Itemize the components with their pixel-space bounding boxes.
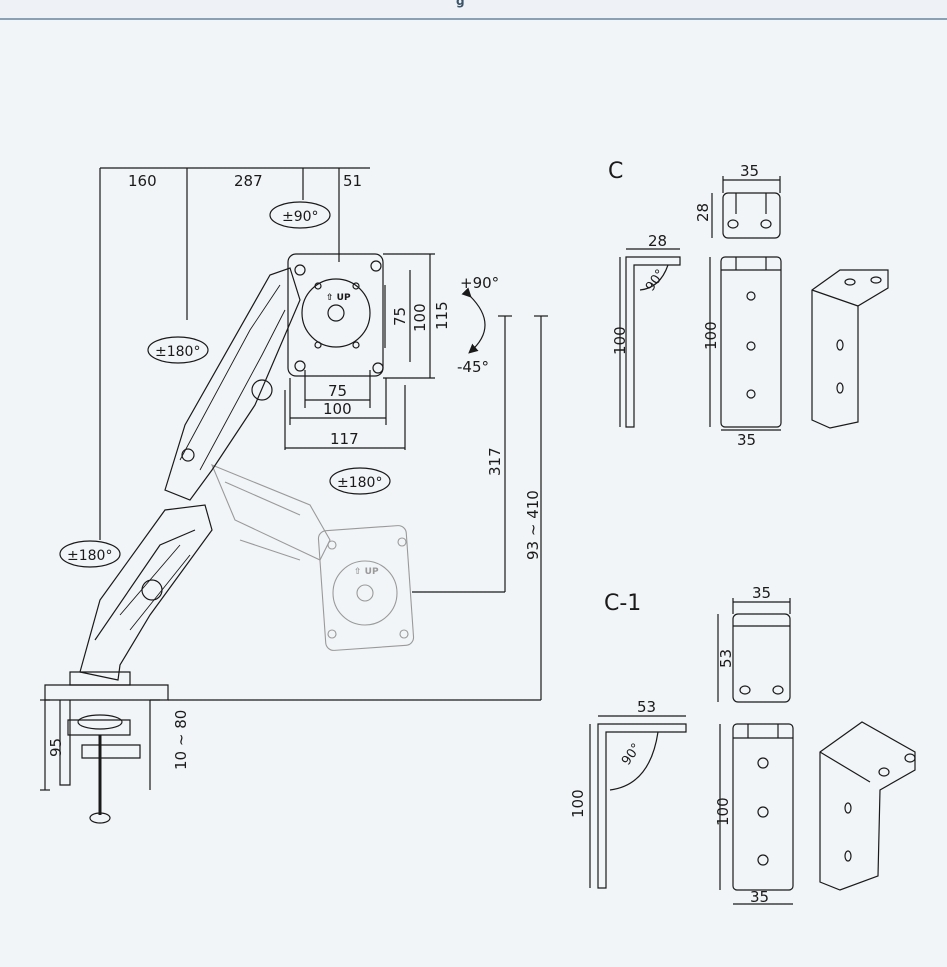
dim-10-80: 10 ~ 80 (172, 710, 190, 770)
bracket-c-top-w: 35 (740, 162, 759, 180)
plate-up-label: ⇧ UP (326, 293, 351, 303)
bracket-c-front-w: 35 (737, 431, 756, 449)
rotation-arm-mid (147, 336, 209, 364)
bracket-c1-side-w: 53 (637, 698, 656, 716)
bracket-c-side-h: 100 (611, 326, 629, 355)
vesa-plate (287, 253, 384, 377)
dim-95: 95 (47, 738, 65, 757)
dim-115: 115 (433, 301, 451, 330)
rot-plate: ±180° (337, 475, 382, 491)
bracket-c-top-h: 28 (694, 203, 712, 222)
bracket-c-drawing (619, 176, 889, 431)
bracket-c1-front-h: 100 (714, 797, 732, 826)
dim-100-h: 100 (323, 400, 352, 418)
ghost-plate-up-label: ⇧ UP (354, 567, 379, 577)
bracket-c-side-w: 28 (648, 232, 667, 250)
rot-arm-base: ±180° (67, 548, 112, 564)
bracket-c1-angle: 90° (619, 741, 645, 768)
rot-pan-top: ±90° (282, 209, 319, 225)
bracket-c1-iso-view (819, 721, 916, 891)
bracket-c1-top-view (732, 613, 791, 703)
clamp-jaw (67, 719, 131, 736)
dim-117: 117 (330, 430, 359, 448)
monitor-arm-drawing (40, 167, 548, 824)
dim-287: 287 (234, 172, 263, 190)
header-fragment: g (456, 0, 465, 8)
vesa-hub (301, 278, 371, 348)
dim-93-410: 93 ~ 410 (524, 490, 542, 560)
bracket-c-front-h: 100 (702, 321, 720, 350)
dim-75-v: 75 (391, 307, 409, 326)
tilt-up: +90° (460, 274, 499, 292)
rotation-pan-top (269, 201, 331, 229)
lower-joint (141, 579, 163, 601)
bracket-c1-drawing (589, 598, 916, 905)
bracket-c-side-view (625, 256, 681, 428)
bracket-c-top-view (722, 192, 781, 239)
bracket-c1-top-h: 53 (717, 649, 735, 668)
bracket-c1-label: C-1 (604, 591, 641, 616)
upper-joint (251, 379, 273, 401)
rotation-plate (329, 467, 391, 495)
clamp-base (44, 684, 169, 701)
tilt-down: -45° (457, 358, 489, 376)
bracket-c1-side-view (597, 723, 687, 889)
dim-100-v: 100 (411, 303, 429, 332)
lower-arm-segment (79, 504, 213, 681)
bracket-c-angle: 90° (643, 267, 669, 294)
bracket-c1-top-w: 35 (752, 584, 771, 602)
dim-51: 51 (343, 172, 362, 190)
ghost-arm (210, 463, 415, 651)
bracket-c-front-view (720, 256, 782, 428)
upper-arm-segment (164, 267, 301, 501)
bracket-c1-front-view (732, 723, 794, 891)
bracket-c1-front-w: 35 (750, 888, 769, 906)
header-bar: g (0, 0, 947, 20)
rot-arm-mid: ±180° (155, 344, 200, 360)
dim-75-h: 75 (328, 382, 347, 400)
dim-317: 317 (486, 447, 504, 476)
dim-160: 160 (128, 172, 157, 190)
bracket-c-label: C (608, 159, 623, 184)
bracket-c1-side-h: 100 (569, 789, 587, 818)
rotation-arm-base (59, 540, 121, 568)
